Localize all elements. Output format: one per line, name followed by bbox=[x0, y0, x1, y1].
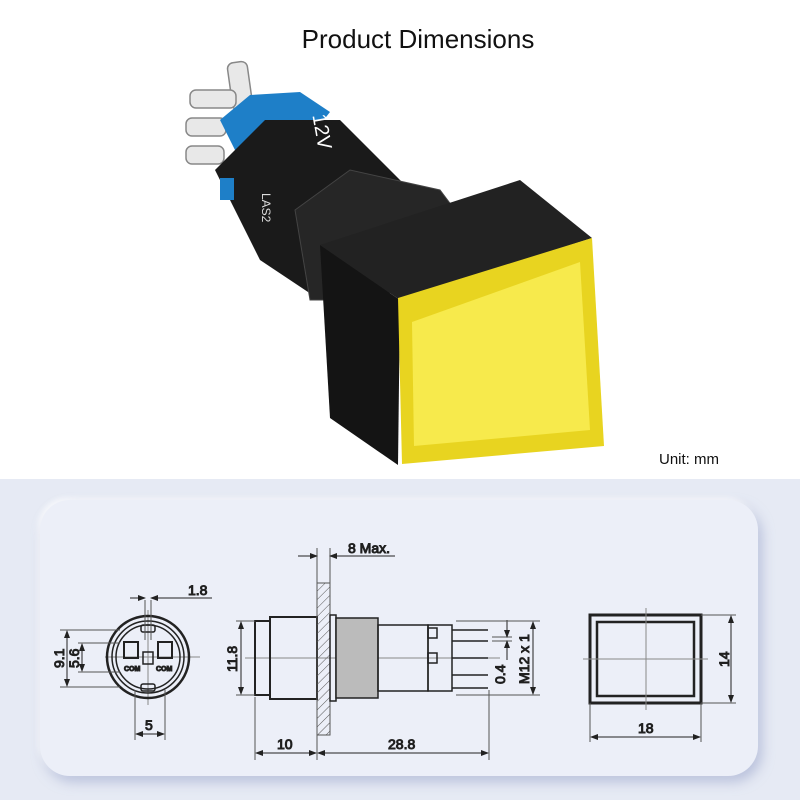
pins bbox=[452, 629, 488, 689]
dim-height-inner: 5.6 bbox=[66, 648, 82, 668]
dim-cap-width: 18 bbox=[638, 720, 654, 736]
bezel-top bbox=[320, 180, 592, 300]
drawing-card bbox=[40, 500, 758, 776]
holder-clip bbox=[220, 178, 234, 200]
dim-thread: M12 x 1 bbox=[516, 634, 532, 684]
dim-width: 5 bbox=[145, 717, 153, 733]
dim-panel-thickness: 8 Max. bbox=[348, 540, 390, 556]
yellow-cap-face bbox=[412, 262, 590, 446]
model-marking: LAS2 bbox=[259, 193, 273, 223]
dim-body-length: 28.8 bbox=[388, 736, 415, 752]
terminal-label-right: COM bbox=[156, 666, 173, 673]
cap-view: 14 18 bbox=[583, 608, 736, 742]
page-title: Product Dimensions bbox=[301, 24, 535, 54]
dim-height: 11.8 bbox=[224, 646, 240, 672]
dim-height-outer: 9.1 bbox=[51, 648, 67, 668]
dim-cap-height: 14 bbox=[716, 651, 732, 667]
bezel-side bbox=[320, 245, 400, 465]
product-photo: 12V LAS2 bbox=[185, 60, 604, 465]
dim-pin-pitch: 1.8 bbox=[188, 582, 208, 598]
dim-front-length: 10 bbox=[277, 736, 293, 752]
side-view: 8 Max. 11.8 10 28.8 0.4 M12 x 1 bbox=[224, 540, 540, 760]
terminal-label-left: COM bbox=[124, 666, 141, 673]
front-view: COM COM 1.8 9.1 5.6 5 bbox=[51, 582, 212, 740]
dim-pin-thickness: 0.4 bbox=[492, 664, 508, 684]
unit-label: Unit: mm bbox=[659, 451, 719, 468]
